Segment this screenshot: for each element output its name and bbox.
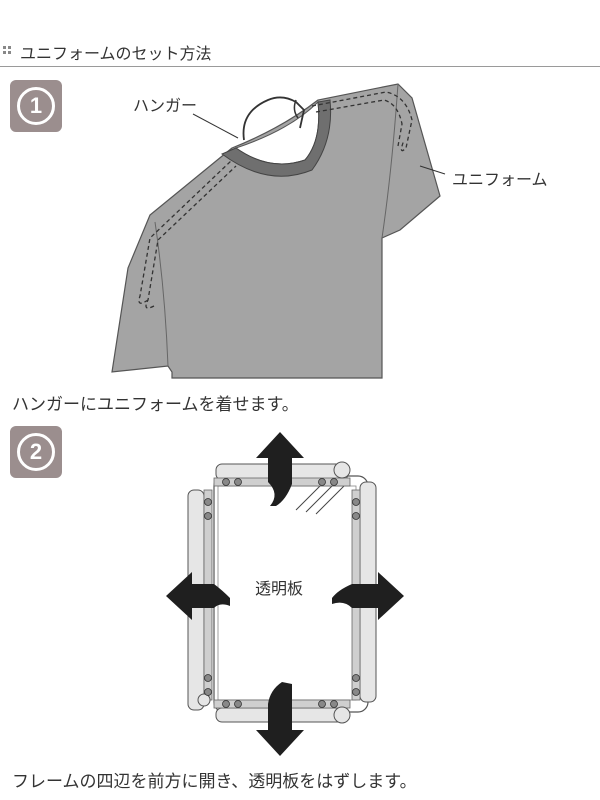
step-1-caption: ハンガーにユニフォームを着せます。 xyxy=(12,395,299,415)
transparent-panel-label: 透明板 xyxy=(255,579,304,598)
frame-screws xyxy=(204,478,360,708)
hanger-hook xyxy=(242,96,305,141)
uniform-label: ユニフォーム xyxy=(452,170,548,189)
arrow-down-icon xyxy=(256,682,304,756)
section-title: ユニフォームのセット方法 xyxy=(20,44,212,63)
step-2-caption: フレームの四辺を前方に開き、透明板をはずします。 xyxy=(12,772,417,792)
arrow-up-icon xyxy=(256,432,304,506)
step-2-number: 2 xyxy=(17,433,55,471)
shirt-collar xyxy=(221,99,332,177)
section-header: ユニフォームのセット方法 xyxy=(0,36,600,67)
shirt-on-hanger-illustration xyxy=(111,83,446,379)
arrow-right-icon xyxy=(332,572,404,620)
shirt-body xyxy=(111,83,441,379)
hanger-label: ハンガー xyxy=(133,96,198,115)
arrow-left-icon xyxy=(166,572,230,620)
step-1-badge: 1 xyxy=(10,80,62,132)
grid-dots-icon xyxy=(3,46,11,54)
frame-open-illustration xyxy=(166,432,404,756)
step-2-badge: 2 xyxy=(10,426,62,478)
step-1-number: 1 xyxy=(17,87,55,125)
hanger-dashed-outline xyxy=(138,91,413,304)
